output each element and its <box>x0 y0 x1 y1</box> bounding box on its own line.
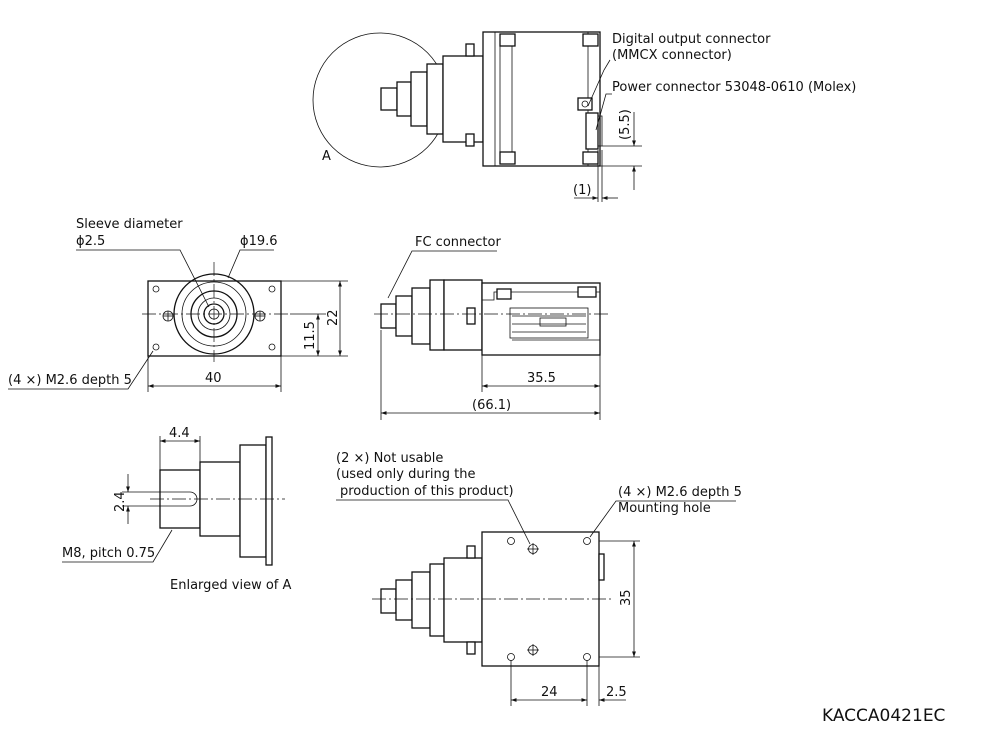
bottom-adapter <box>443 557 483 643</box>
mounting-hole-leader <box>589 500 736 538</box>
top-adapter <box>442 55 484 143</box>
dim-2-4-value: 2.4 <box>113 491 128 512</box>
digital-output-label-2: (MMCX connector) <box>612 48 732 63</box>
bottom-view: (2 ×) Not usable (used only during the p… <box>336 451 742 706</box>
digital-output-label-1: Digital output connector <box>612 32 771 47</box>
flange-diameter-value: ϕ19.6 <box>240 234 278 249</box>
sleeve-diameter-value: ϕ2.5 <box>76 234 105 249</box>
mmcx-connector <box>577 97 593 111</box>
not-usable-label-2: (used only during the <box>336 467 476 482</box>
side-view: FC connector 35.5 (66.1) <box>374 235 610 420</box>
power-connector-leader <box>595 93 612 131</box>
front-plate <box>147 280 282 357</box>
mount-hole-tr <box>583 537 591 545</box>
top-fc-pin <box>380 87 398 111</box>
side-top-tab-right <box>577 286 597 298</box>
bottom-fc-flange-2 <box>429 563 445 637</box>
dim-35-5-value: 35.5 <box>527 371 556 386</box>
dim-40-value: 40 <box>205 371 222 386</box>
top-screw-bl <box>499 151 516 165</box>
digital-output-leader <box>587 59 611 107</box>
enlarged-view-caption: Enlarged view of A <box>170 578 292 593</box>
detail-a-view: 4.4 2.4 M8, pitch 0.75 Enlarged view of … <box>62 426 292 593</box>
detail-plate <box>265 436 273 566</box>
dim-24-value: 24 <box>541 685 558 700</box>
top-stud-2 <box>465 133 475 147</box>
bottom-side-tab <box>598 553 605 581</box>
top-screw-tr <box>582 33 599 47</box>
top-fc-flange-1 <box>410 71 428 127</box>
dim-1-value: (1) <box>573 183 591 198</box>
thread-spec-label: M8, pitch 0.75 <box>62 546 155 561</box>
top-view: A Digital output connector (MMCX connect… <box>312 31 856 202</box>
front-view: Sleeve diameter ϕ2.5 ϕ19.6 22 11.5 40 (4… <box>8 217 348 392</box>
bottom-stud-2 <box>466 641 476 655</box>
front-hole-tl <box>152 285 160 293</box>
dim-11-5-value: 11.5 <box>303 321 318 350</box>
drawing-code: KACCA0421EC <box>822 706 945 726</box>
side-body-top-step <box>482 291 600 301</box>
thread-spec-leader <box>62 529 173 563</box>
top-fc-nut <box>396 81 412 117</box>
fc-connector-label: FC connector <box>415 235 501 250</box>
side-board-chip <box>539 317 567 327</box>
bottom-fc-flange-1 <box>411 571 431 629</box>
flange-diameter-leader <box>227 249 274 279</box>
front-hole-br <box>268 343 276 351</box>
dim-5-5-value: (5.5) <box>618 109 633 140</box>
top-fc-flange-2 <box>426 63 444 135</box>
dim-66-1-value: (66.1) <box>472 398 511 413</box>
side-stud <box>466 307 476 325</box>
front-hole-tr <box>268 285 276 293</box>
power-connector-body <box>585 112 599 150</box>
mount-hole-tl <box>507 537 515 545</box>
front-hole-bl <box>152 343 160 351</box>
top-screw-br <box>582 151 599 165</box>
detail-flange <box>239 444 267 558</box>
not-usable-leader <box>336 499 531 545</box>
dim-2-5-value: 2.5 <box>606 685 627 700</box>
not-usable-label-1: (2 ×) Not usable <box>336 451 443 466</box>
side-fc-flange-2 <box>429 279 445 351</box>
bottom-stud-1 <box>466 545 476 559</box>
not-usable-label-3: production of this product) <box>340 484 514 499</box>
side-fc-nut <box>395 295 413 337</box>
side-fc-pin <box>380 303 397 329</box>
side-adapter <box>443 279 483 351</box>
sleeve-diameter-leader <box>76 249 210 308</box>
side-board-outline <box>509 307 589 339</box>
tapped-holes-front-label: (4 ×) M2.6 depth 5 <box>8 373 132 388</box>
side-fc-flange-1 <box>411 287 431 345</box>
top-screw-tl <box>499 33 516 47</box>
bottom-fc-pin <box>380 588 397 614</box>
mounting-hole-label: Mounting hole <box>618 501 711 516</box>
bottom-fc-nut <box>395 579 413 621</box>
sleeve-diameter-label: Sleeve diameter <box>76 217 183 232</box>
detail-a-marker: A <box>322 149 331 164</box>
power-connector-label: Power connector 53048-0610 (Molex) <box>612 80 856 95</box>
top-stud-1 <box>465 43 475 57</box>
tapped-holes-front-leader <box>8 350 154 390</box>
mmcx-pin <box>581 100 589 108</box>
fc-connector-leader <box>387 250 497 299</box>
side-top-tab-left <box>496 288 512 300</box>
dim-4-4-value: 4.4 <box>169 426 190 441</box>
tapped-holes-bottom-label: (4 ×) M2.6 depth 5 <box>618 485 742 500</box>
dim-22-value: 22 <box>326 309 341 326</box>
dim-35-value: 35 <box>619 589 634 606</box>
